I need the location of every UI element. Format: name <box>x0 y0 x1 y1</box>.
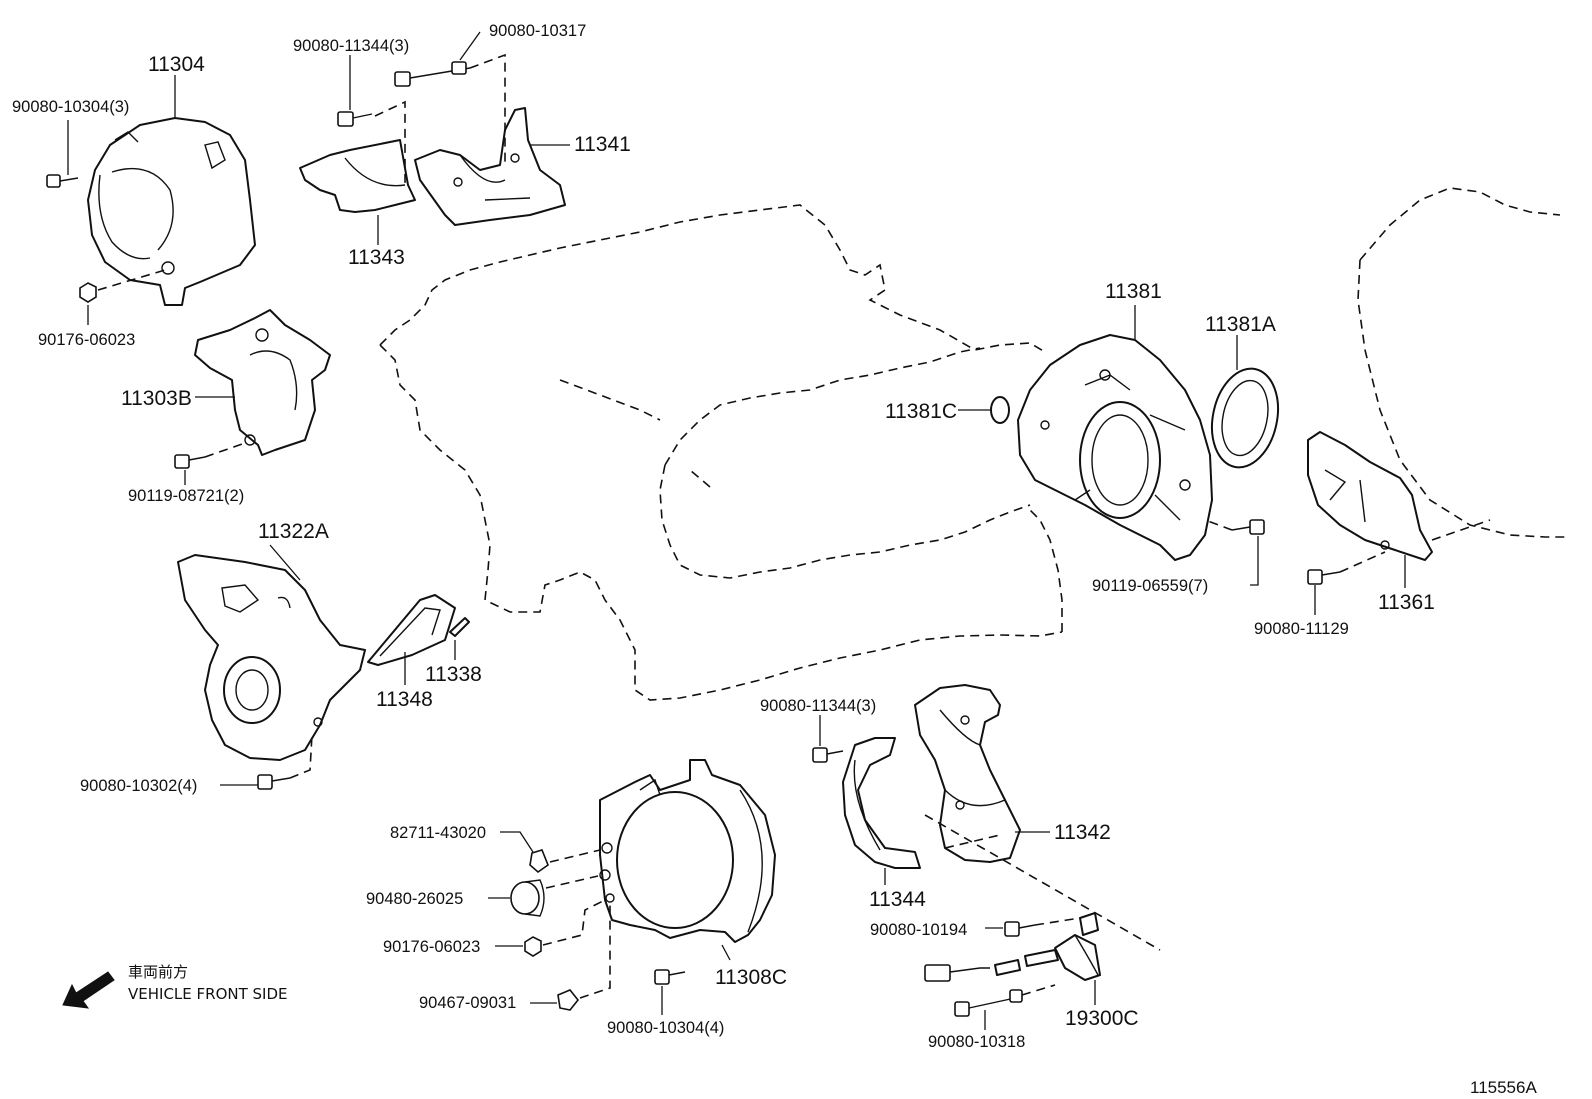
part-11308C-cover <box>599 759 776 943</box>
bolt-90080-10302-4 <box>220 734 313 790</box>
label-11303B: 11303B <box>121 387 192 410</box>
bolt-90080-11344-3-bottom <box>812 715 844 763</box>
part-11303B-cover <box>194 309 331 456</box>
nut-90176-06023-top <box>79 269 166 325</box>
label-90080-10194: 90080-10194 <box>870 921 967 939</box>
label-90080-10317: 90080-10317 <box>489 22 586 40</box>
label-90176-06023-bottom: 90176-06023 <box>383 938 480 956</box>
label-90119-08721-2: 90119-08721(2) <box>128 487 244 505</box>
label-90080-10304-3: 90080-10304(3) <box>12 98 129 116</box>
bolt-90080-10317 <box>394 31 481 87</box>
part-11344-bracket <box>842 737 921 869</box>
part-11343-bracket <box>299 139 416 213</box>
callout-labels: 11304 90080-10304(3) 90176-06023 90080-1… <box>12 22 1435 1051</box>
arrow-down-left-icon <box>62 971 115 1009</box>
part-11342-bracket <box>914 684 1021 863</box>
part-90480-26025 <box>488 875 599 917</box>
label-90080-11344-3-top: 90080-11344(3) <box>293 37 409 55</box>
label-90467-09031: 90467-09031 <box>419 994 516 1012</box>
engine-block-phantom <box>379 204 1063 701</box>
label-11304: 11304 <box>148 53 205 76</box>
diagram-id: 115556A <box>1470 1078 1537 1097</box>
leader-11308C <box>721 944 731 961</box>
part-90467-09031 <box>530 905 611 1011</box>
leader-11322A <box>269 544 301 581</box>
label-90080-10302-4: 90080-10302(4) <box>80 777 197 795</box>
bolt-90080-11344-3-top <box>337 55 373 127</box>
part-11322A-cover <box>177 554 366 761</box>
guide-11342 <box>924 814 1161 951</box>
part-82711-43020 <box>500 831 601 874</box>
bolt-90080-10318 <box>954 984 1056 1030</box>
part-11381A-seal <box>1211 367 1279 469</box>
legend-direction-jp: 車両前方 <box>128 963 188 981</box>
label-11343: 11343 <box>348 246 405 269</box>
bolt-90080-11129 <box>1307 551 1386 615</box>
label-90176-06023-top: 90176-06023 <box>38 331 135 349</box>
bolt-90119-08721-2 <box>174 442 246 485</box>
label-90080-11129: 90080-11129 <box>1254 620 1349 638</box>
label-19300C: 19300C <box>1065 1007 1139 1030</box>
legend-direction-en: VEHICLE FRONT SIDE <box>128 985 288 1003</box>
nut-90176-06023-bottom <box>495 899 606 957</box>
part-11361-plate <box>1307 431 1433 561</box>
label-11381A: 11381A <box>1205 313 1276 336</box>
part-11304-cover <box>87 117 256 306</box>
part-19300C-sensor <box>994 912 1101 981</box>
part-11381C-ring <box>958 396 1010 424</box>
guide-11361 <box>1431 519 1491 541</box>
bolt-90080-10304-4 <box>654 969 686 1015</box>
label-11341: 11341 <box>574 133 631 156</box>
connector-19300C <box>924 964 990 982</box>
part-11341-bracket <box>414 107 566 226</box>
label-11344: 11344 <box>869 888 926 911</box>
legend: 車両前方 VEHICLE FRONT SIDE <box>128 963 288 1003</box>
label-82711-43020: 82711-43020 <box>390 824 486 842</box>
label-11342: 11342 <box>1054 821 1111 844</box>
part-11348-gasket <box>367 594 456 666</box>
part-11381-plate <box>1017 334 1213 561</box>
part-11338-gasket <box>449 617 470 637</box>
label-90080-11344-3-bottom: 90080-11344(3) <box>760 697 876 715</box>
label-11338: 11338 <box>425 663 482 686</box>
bolt-90080-10304-3 <box>46 120 79 188</box>
label-11381C: 11381C <box>885 400 957 423</box>
label-90480-26025: 90480-26025 <box>366 890 463 908</box>
label-11348: 11348 <box>376 688 433 711</box>
label-90119-06559-7: 90119-06559(7) <box>1092 577 1208 595</box>
label-90080-10318: 90080-10318 <box>928 1033 1025 1051</box>
label-11361: 11361 <box>1378 591 1435 614</box>
bolt-90080-10194 <box>985 917 1081 937</box>
guide-top <box>374 53 506 185</box>
label-11381: 11381 <box>1105 280 1162 303</box>
label-11322A: 11322A <box>258 520 329 543</box>
label-11308C: 11308C <box>715 966 787 989</box>
label-90080-10304-4: 90080-10304(4) <box>607 1019 724 1037</box>
bolt-90119-06559-7 <box>1204 519 1265 586</box>
transmission-phantom <box>1357 187 1565 538</box>
